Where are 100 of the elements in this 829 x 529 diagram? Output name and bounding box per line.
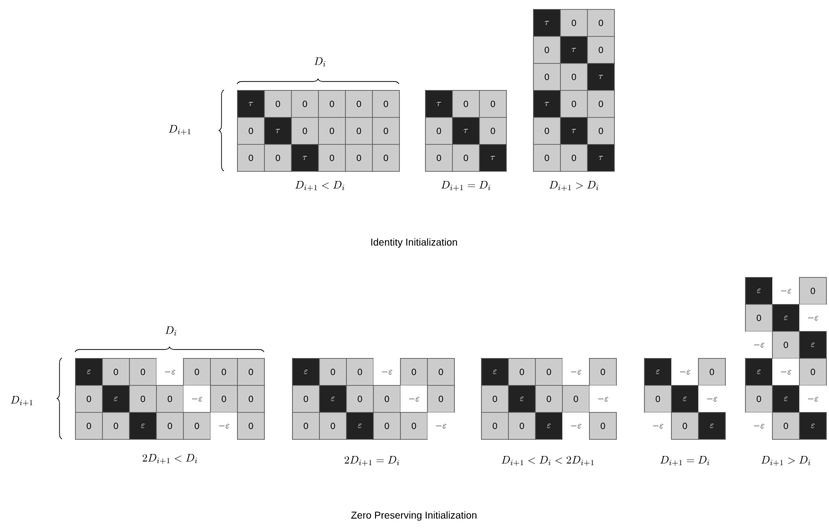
matrix-cell: 0 bbox=[533, 144, 561, 172]
matrix-cell: $\varepsilon$ bbox=[745, 358, 773, 386]
math-label: $D_{i+1}$ bbox=[168, 125, 190, 135]
math-label: $D_{i+1} < D_i$ bbox=[295, 181, 344, 191]
matrix-cell: 0 bbox=[75, 385, 103, 413]
matrix-cell: $\tau$ bbox=[587, 63, 615, 91]
matrix-cell: 0 bbox=[372, 117, 400, 145]
matrix-cell: 0 bbox=[533, 36, 561, 64]
matrix-cell: 0 bbox=[479, 117, 507, 145]
math-label: $D_{i+1} < D_i < 2D_{i+1}$ bbox=[502, 456, 594, 466]
math-label: $D_{i+1}$ bbox=[10, 396, 32, 406]
matrix-cell: 0 bbox=[237, 412, 265, 440]
matrix-cell: 0 bbox=[319, 358, 347, 386]
section-title: Identity Initialization bbox=[371, 238, 457, 248]
matrix-cell: $\varepsilon$ bbox=[671, 385, 699, 413]
matrix-cell: 0 bbox=[644, 385, 672, 413]
matrix-cell: 0 bbox=[671, 412, 699, 440]
matrix-cell: 0 bbox=[318, 117, 346, 145]
matrix-cell: 0 bbox=[745, 385, 773, 413]
matrix-cell: 0 bbox=[156, 385, 184, 413]
matrix-cell: 0 bbox=[292, 412, 320, 440]
section-title: Zero Preserving Initialization bbox=[351, 511, 476, 521]
matrix-cell: $\tau$ bbox=[479, 144, 507, 172]
matrix-cell: $\varepsilon$ bbox=[102, 385, 130, 413]
matrix-cell: 0 bbox=[346, 385, 374, 413]
matrix-cell: $\varepsilon$ bbox=[535, 412, 563, 440]
matrix-cell: 0 bbox=[589, 358, 617, 386]
matrix-cell: $-\varepsilon$ bbox=[745, 331, 772, 358]
matrix-cell: $\tau$ bbox=[291, 144, 319, 172]
matrix-cell: 0 bbox=[799, 358, 827, 386]
matrix-cell: $\tau$ bbox=[560, 117, 588, 145]
matrix-cell: 0 bbox=[318, 144, 346, 172]
matrix-cell: $\varepsilon$ bbox=[698, 412, 726, 440]
matrix-cell: 0 bbox=[745, 304, 773, 332]
matrix-cell: $\varepsilon$ bbox=[292, 358, 320, 386]
matrix-cell: $-\varepsilon$ bbox=[671, 358, 698, 386]
matrix-cell: 0 bbox=[698, 358, 726, 386]
matrix-cell: 0 bbox=[427, 385, 455, 413]
matrix-cell: $-\varepsilon$ bbox=[427, 412, 454, 440]
matrix-cell: 0 bbox=[587, 36, 615, 64]
matrix-cell: $\tau$ bbox=[533, 90, 561, 118]
matrix-cell: $-\varepsilon$ bbox=[772, 277, 800, 304]
matrix-cell: $\tau$ bbox=[425, 90, 453, 118]
math-label: $D_{i+1} = D_i$ bbox=[660, 456, 710, 466]
matrix-cell: 0 bbox=[345, 90, 373, 118]
matrix-cell: 0 bbox=[560, 63, 588, 91]
matrix-cell: 0 bbox=[427, 358, 455, 386]
matrix-cell: $\varepsilon$ bbox=[481, 358, 509, 386]
matrix-cell: $-\varepsilon$ bbox=[400, 385, 428, 412]
matrix-cell: $\varepsilon$ bbox=[129, 412, 157, 440]
matrix-cell: $-\varepsilon$ bbox=[183, 385, 210, 412]
matrix-cell: $\tau$ bbox=[560, 36, 588, 64]
matrix-cell: $\varepsilon$ bbox=[799, 331, 827, 359]
matrix-cell: 0 bbox=[292, 385, 320, 413]
matrix-cell: 0 bbox=[587, 9, 615, 37]
matrix-cell: 0 bbox=[264, 90, 292, 118]
matrix-cell: 0 bbox=[291, 117, 319, 145]
matrix-cell: 0 bbox=[237, 144, 265, 172]
math-label: $D_i$ bbox=[314, 57, 326, 67]
matrix-cell: 0 bbox=[799, 277, 827, 305]
matrix-cell: 0 bbox=[533, 63, 561, 91]
matrix-cell: 0 bbox=[156, 412, 184, 440]
matrix-cell: 0 bbox=[560, 90, 588, 118]
matrix-cell: 0 bbox=[291, 90, 319, 118]
matrix-cell: 0 bbox=[425, 144, 453, 172]
matrix-cell: $\varepsilon$ bbox=[346, 412, 374, 440]
matrix-cell: 0 bbox=[400, 358, 428, 386]
math-label: $D_i$ bbox=[165, 326, 176, 336]
matrix-cell: $-\varepsilon$ bbox=[799, 304, 826, 332]
matrix-cell: 0 bbox=[587, 117, 615, 145]
matrix-cell: $-\varepsilon$ bbox=[562, 412, 590, 440]
matrix-cell: $\varepsilon$ bbox=[772, 304, 800, 332]
matrix-cell: 0 bbox=[425, 117, 453, 145]
matrix-cell: 0 bbox=[560, 9, 588, 37]
matrix-cell: 0 bbox=[587, 90, 615, 118]
matrix-cell: 0 bbox=[508, 412, 536, 440]
matrix-cell: 0 bbox=[452, 144, 480, 172]
matrix-cell: 0 bbox=[373, 412, 401, 440]
matrix-cell: $\varepsilon$ bbox=[799, 412, 827, 440]
matrix-cell: 0 bbox=[183, 358, 211, 386]
matrix-cell: 0 bbox=[237, 385, 265, 413]
matrix-cell: 0 bbox=[319, 412, 347, 440]
matrix-cell: $\varepsilon$ bbox=[508, 385, 536, 413]
matrix-cell: 0 bbox=[481, 412, 509, 440]
matrix-cell: 0 bbox=[102, 412, 130, 440]
matrix-cell: $\tau$ bbox=[587, 144, 615, 172]
matrix-cell: $-\varepsilon$ bbox=[772, 358, 800, 386]
matrix-cell: 0 bbox=[237, 117, 265, 145]
matrix-cell: 0 bbox=[372, 144, 400, 172]
matrix-cell: $\tau$ bbox=[533, 9, 561, 37]
matrix-cell: $-\varepsilon$ bbox=[589, 385, 616, 412]
matrix-cell: 0 bbox=[589, 412, 617, 440]
matrix-cell: 0 bbox=[481, 385, 509, 413]
math-label: $2D_{i+1} < D_i$ bbox=[142, 454, 198, 464]
matrix-cell: 0 bbox=[479, 90, 507, 118]
math-label: $D_{i+1} > D_i$ bbox=[549, 181, 598, 191]
matrix-cell: $\varepsilon$ bbox=[319, 385, 347, 413]
matrix-cell: $-\varepsilon$ bbox=[698, 385, 726, 412]
matrix-cell: 0 bbox=[508, 358, 536, 386]
matrix-cell: $-\varepsilon$ bbox=[644, 412, 672, 440]
